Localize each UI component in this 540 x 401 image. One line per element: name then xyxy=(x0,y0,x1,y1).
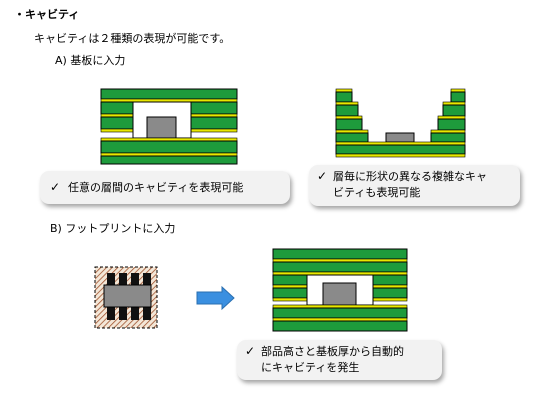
callout-any-layer: ✓ 任意の層間のキャビティを表現可能 xyxy=(40,171,290,204)
callout-text-line-2: ビティも表現可能 xyxy=(333,186,421,199)
page-title: ・キャビティ xyxy=(14,8,80,21)
callout-text-line-2: にキャビティを発生 xyxy=(261,361,360,374)
right-arrow-icon xyxy=(196,285,235,311)
component-body xyxy=(103,284,152,308)
section-b-heading: B) フットプリントに入力 xyxy=(50,222,176,235)
callout-text: 任意の層間のキャビティを表現可能 xyxy=(68,181,244,194)
component xyxy=(322,282,357,306)
footprint-symbol xyxy=(94,266,158,329)
check-icon: ✓ xyxy=(317,169,328,183)
callout-per-layer: ✓ 層毎に形状の異なる複雑なキャ ビティも表現可能 xyxy=(309,165,520,206)
callout-text-line-1: 層毎に形状の異なる複雑なキャ xyxy=(333,170,487,183)
component xyxy=(385,132,415,143)
board-a-inner-cavity xyxy=(100,88,238,165)
board-a-stepped-cavity xyxy=(335,88,466,158)
section-a-heading: A) 基板に入力 xyxy=(55,54,126,67)
intro-text: キャビティは２種類の表現が可能です。 xyxy=(34,32,231,45)
board-b-auto-cavity xyxy=(272,248,408,332)
component xyxy=(146,116,177,139)
callout-auto-generate: ✓ 部品高さと基板厚から自動的 にキャビティを発生 xyxy=(237,340,442,380)
check-icon: ✓ xyxy=(50,180,61,194)
check-icon: ✓ xyxy=(245,344,256,358)
callout-text-line-1: 部品高さと基板厚から自動的 xyxy=(261,345,404,358)
